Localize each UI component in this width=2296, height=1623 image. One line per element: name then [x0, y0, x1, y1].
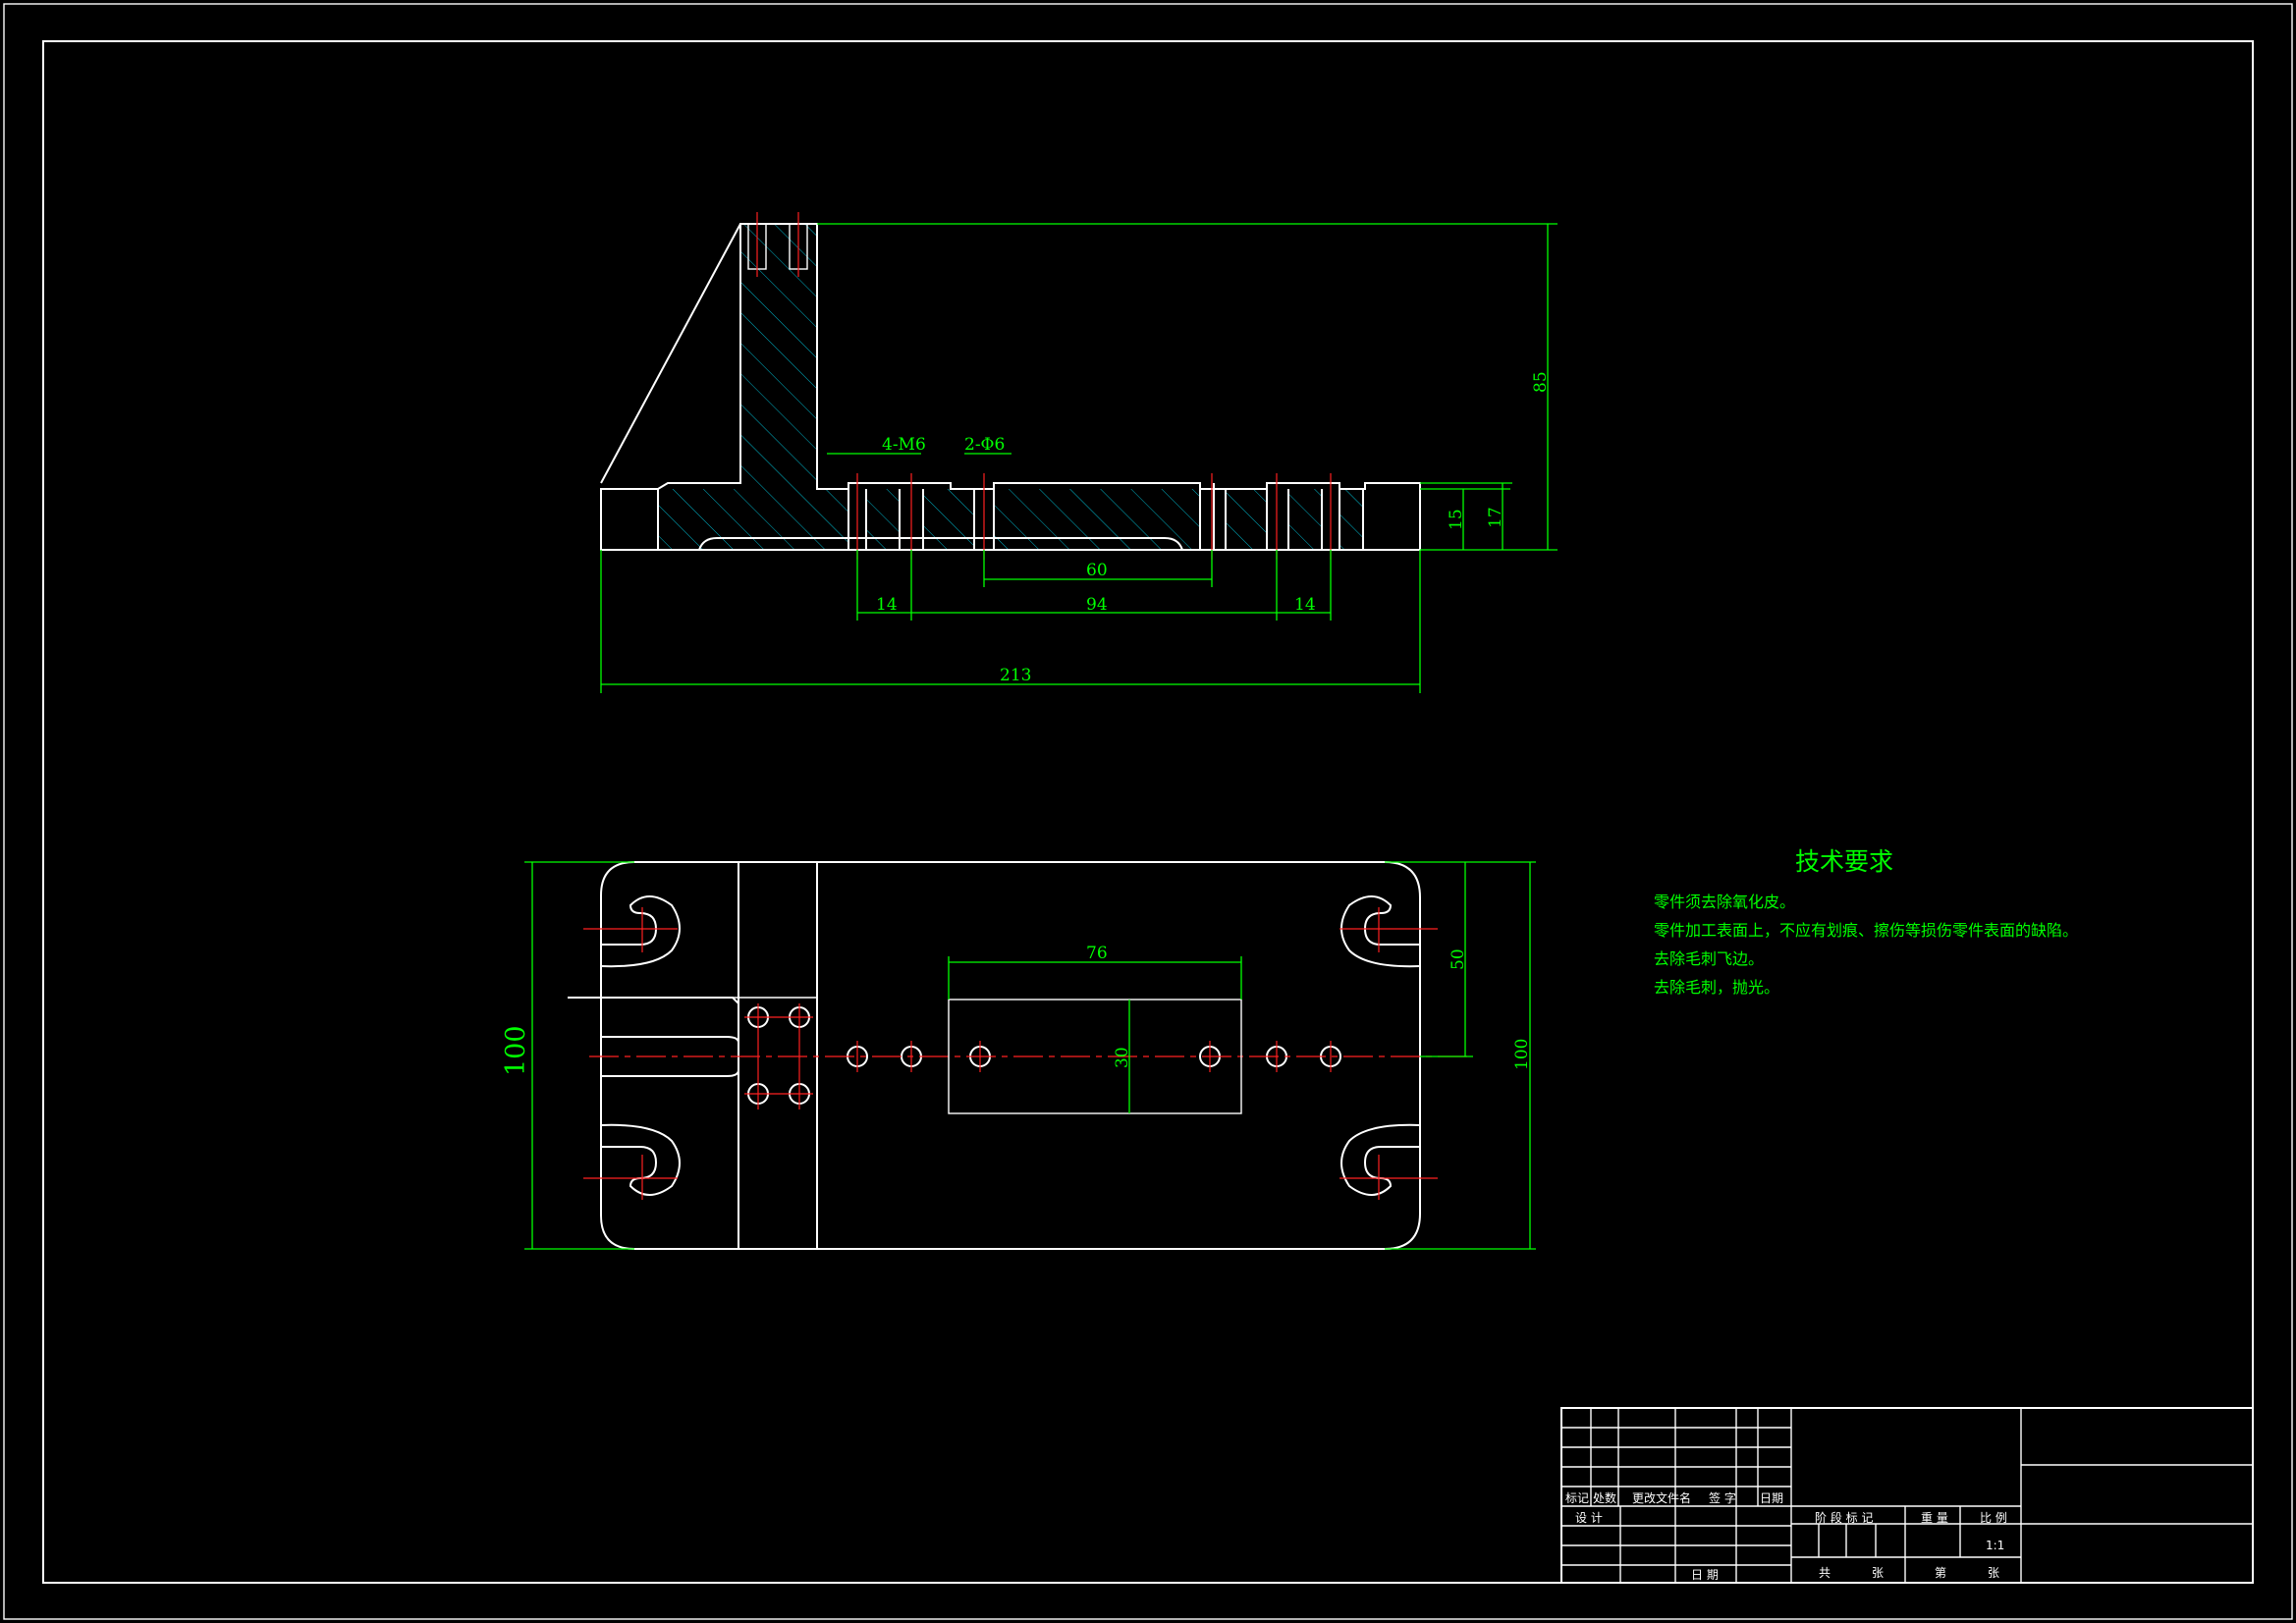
tb-change-doc: 更改文件名 — [1632, 1490, 1691, 1505]
bottom-relief — [698, 537, 1183, 551]
dim-slot-width: 30 — [1113, 1047, 1132, 1068]
outer-border — [3, 3, 2293, 1620]
dim-thread-holes: 4-M6 — [882, 435, 926, 455]
vertical-web-hatch — [740, 224, 817, 489]
u-slot-bottom-left — [600, 1123, 681, 1196]
part-outline — [600, 223, 1421, 551]
tb-scale-value: 1:1 — [1986, 1539, 2004, 1552]
tech-req-item-3: 去除毛刺飞边。 — [1654, 949, 1764, 968]
base-hole-edges — [847, 483, 1364, 550]
left-groove — [568, 997, 739, 1077]
front-dimension-lines — [600, 223, 1558, 693]
tech-req-item-1: 零件须去除氧化皮。 — [1654, 893, 1795, 911]
tb-signature: 签 字 — [1709, 1490, 1736, 1505]
u-slot-centerlines — [583, 907, 1438, 1200]
dim-left-spacing: 14 — [876, 595, 898, 615]
tb-total: 共 — [1819, 1566, 1831, 1580]
plate-outline — [600, 861, 1421, 1250]
top-dimension-lines — [524, 861, 1536, 1250]
title-block: 标记 处数 更改文件名 签 字 日期 设 计 日 期 阶 段 标 记 重 量 比… — [1560, 1407, 2254, 1584]
tb-count: 处数 — [1593, 1490, 1616, 1505]
tb-sheet-no: 第 — [1935, 1566, 1946, 1580]
tb-design: 设 计 — [1575, 1511, 1603, 1525]
base-hatch-3 — [1226, 489, 1267, 550]
tb-sheets: 张 — [1872, 1566, 1884, 1580]
tb-mark: 标记 — [1565, 1491, 1589, 1505]
tb-date: 日 期 — [1691, 1568, 1719, 1582]
tech-req-item-4: 去除毛刺，抛光。 — [1654, 978, 1779, 997]
tb-date-header: 日期 — [1760, 1491, 1783, 1505]
dim-flange-height: 17 — [1486, 507, 1505, 528]
top-tapped-holes — [747, 212, 808, 277]
dim-pocket-width: 60 — [1086, 561, 1108, 580]
dim-pin-holes: 2-Φ6 — [964, 435, 1005, 455]
dim-width-left: 100 — [501, 1025, 531, 1076]
tb-scale-label: 比 例 — [1980, 1511, 2007, 1525]
base-left-hatch — [658, 489, 848, 550]
dim-hole-span: 94 — [1086, 595, 1108, 615]
dim-base-thickness: 15 — [1447, 509, 1466, 530]
top-view: 100 100 50 76 30 — [501, 861, 1536, 1250]
dim-half-width: 50 — [1449, 948, 1468, 970]
hole-centerlines — [856, 473, 1332, 560]
dim-right-spacing: 14 — [1294, 595, 1316, 615]
base-hatch-2 — [923, 489, 974, 550]
tb-weight: 重 量 — [1921, 1511, 1948, 1525]
dim-overall-length: 213 — [1000, 666, 1031, 685]
drawing-frame — [42, 40, 2254, 1584]
u-slot-bottom-right — [1340, 1123, 1421, 1196]
rib-edge — [600, 223, 741, 484]
base-hatch-1 — [866, 489, 900, 550]
base-hatch-5 — [1339, 489, 1363, 550]
dim-slot-length: 76 — [1086, 944, 1108, 963]
base-middle-hatch — [994, 489, 1200, 550]
u-slot-top-left — [600, 895, 681, 968]
pocket-outline — [948, 999, 1242, 1114]
tb-sheet: 张 — [1988, 1566, 1999, 1580]
tech-req-title: 技术要求 — [1795, 847, 1893, 876]
dim-overall-height: 85 — [1531, 371, 1551, 393]
front-section-view: 85 15 17 4-M6 2-Φ6 60 14 94 14 213 — [600, 212, 1558, 693]
base-hatch-4 — [1288, 489, 1322, 550]
dim-width-right: 100 — [1512, 1039, 1532, 1070]
u-slot-top-right — [1340, 895, 1421, 968]
technical-requirements: 技术要求 零件须去除氧化皮。 零件加工表面上，不应有划痕、擦伤等损伤零件表面的缺… — [1654, 847, 2078, 997]
tb-stage-mark: 阶 段 标 记 — [1815, 1510, 1873, 1525]
tech-req-item-2: 零件加工表面上，不应有划痕、擦伤等损伤零件表面的缺陷。 — [1654, 921, 2078, 940]
